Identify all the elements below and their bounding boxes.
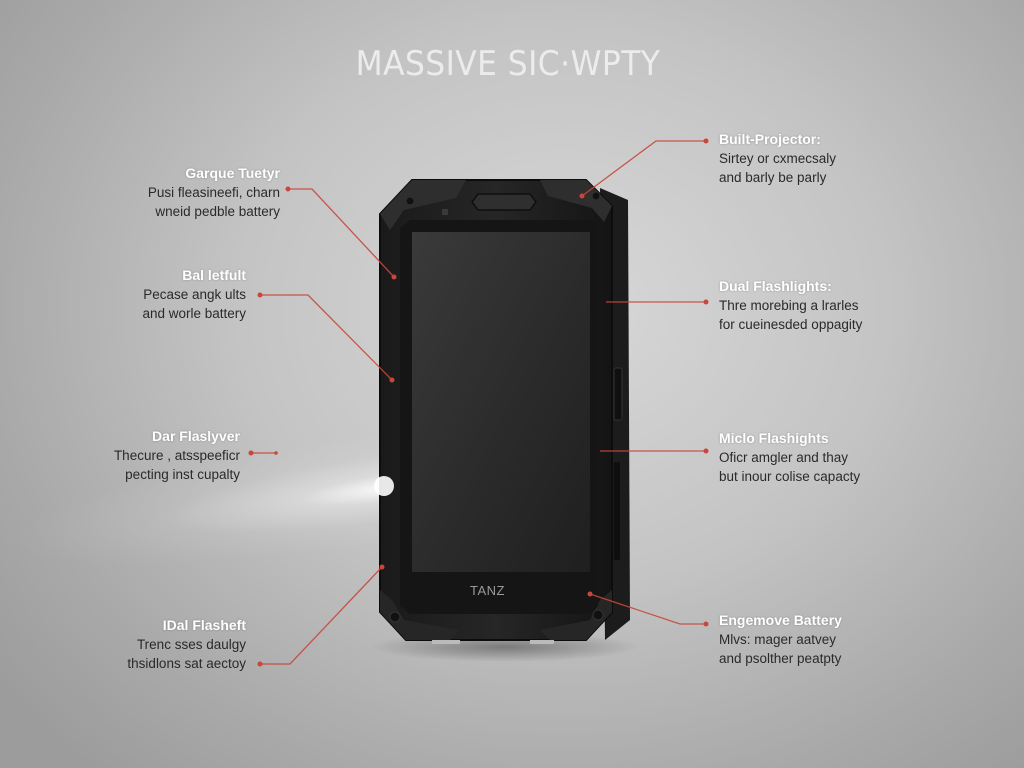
callout-heading: IDal Flasheft (162, 617, 246, 633)
callout-right-4: Engemove Battery Mlvs: mager aatvey and … (719, 611, 842, 668)
screw (389, 611, 401, 623)
callout-text: Mlvs: mager aatvey (719, 632, 837, 647)
callout-text: but inour colise capacty (719, 469, 861, 484)
screw (405, 196, 415, 206)
side-button (613, 367, 623, 421)
callout-text: wneid pedble battery (155, 204, 280, 219)
callout-heading: Engemove Battery (719, 612, 842, 628)
callout-text: pecting inst cupalty (125, 467, 240, 482)
phone-screen (412, 232, 590, 572)
callout-text: and barly be parly (719, 170, 827, 185)
callout-text: for cueinesded oppagity (719, 317, 863, 332)
speaker-grille (471, 193, 537, 211)
callout-text: Pusi fleasineefi, charn (147, 185, 280, 200)
callout-left-2: Bal letfult Pecase angk ults and worle b… (142, 266, 246, 323)
callout-right-3: Miclo Flashights Oficr amgler and thay b… (719, 429, 860, 486)
device-brand-label: TANZ (470, 583, 505, 598)
callout-left-4: IDal Flasheft Trenc sses daulgy thsidlon… (127, 616, 246, 673)
callout-text: and worle battery (142, 306, 246, 321)
callout-text: Pecase angk ults (143, 287, 246, 302)
callout-text: Thecure , atsspeeficr (113, 448, 240, 463)
callout-text: Trenc sses daulgy (136, 637, 246, 652)
callout-text: thsidlons sat aectoy (127, 656, 246, 671)
callout-heading: Bal letfult (182, 267, 246, 283)
callout-text: Sirtey or cxmecsaly (719, 151, 837, 166)
callout-text: Thre morebing a lrarles (719, 298, 859, 313)
callout-right-2: Dual Flashlights: Thre morebing a lrarle… (719, 277, 862, 334)
screw (592, 609, 604, 621)
side-button (614, 462, 620, 560)
screw (591, 191, 601, 201)
callout-heading: Garque Tuetyr (185, 165, 280, 181)
callout-text: and psolther peatpty (719, 651, 842, 666)
callout-left-1: Garque Tuetyr Pusi fleasineefi, charn wn… (148, 164, 280, 221)
callout-heading: Miclo Flashights (719, 430, 829, 446)
callout-heading: Dual Flashlights: (719, 278, 832, 294)
callout-text: Oficr amgler and thay (719, 450, 849, 465)
callout-right-1: Built-Projector: Sirtey or cxmecsaly and… (719, 130, 836, 187)
callout-left-3: Dar Flaslyver Thecure , atsspeeficr pect… (114, 427, 240, 484)
page-title: MASSIVE SIC·WPTY (355, 44, 661, 84)
callout-heading: Built-Projector: (719, 131, 821, 147)
callout-heading: Dar Flaslyver (152, 428, 240, 444)
